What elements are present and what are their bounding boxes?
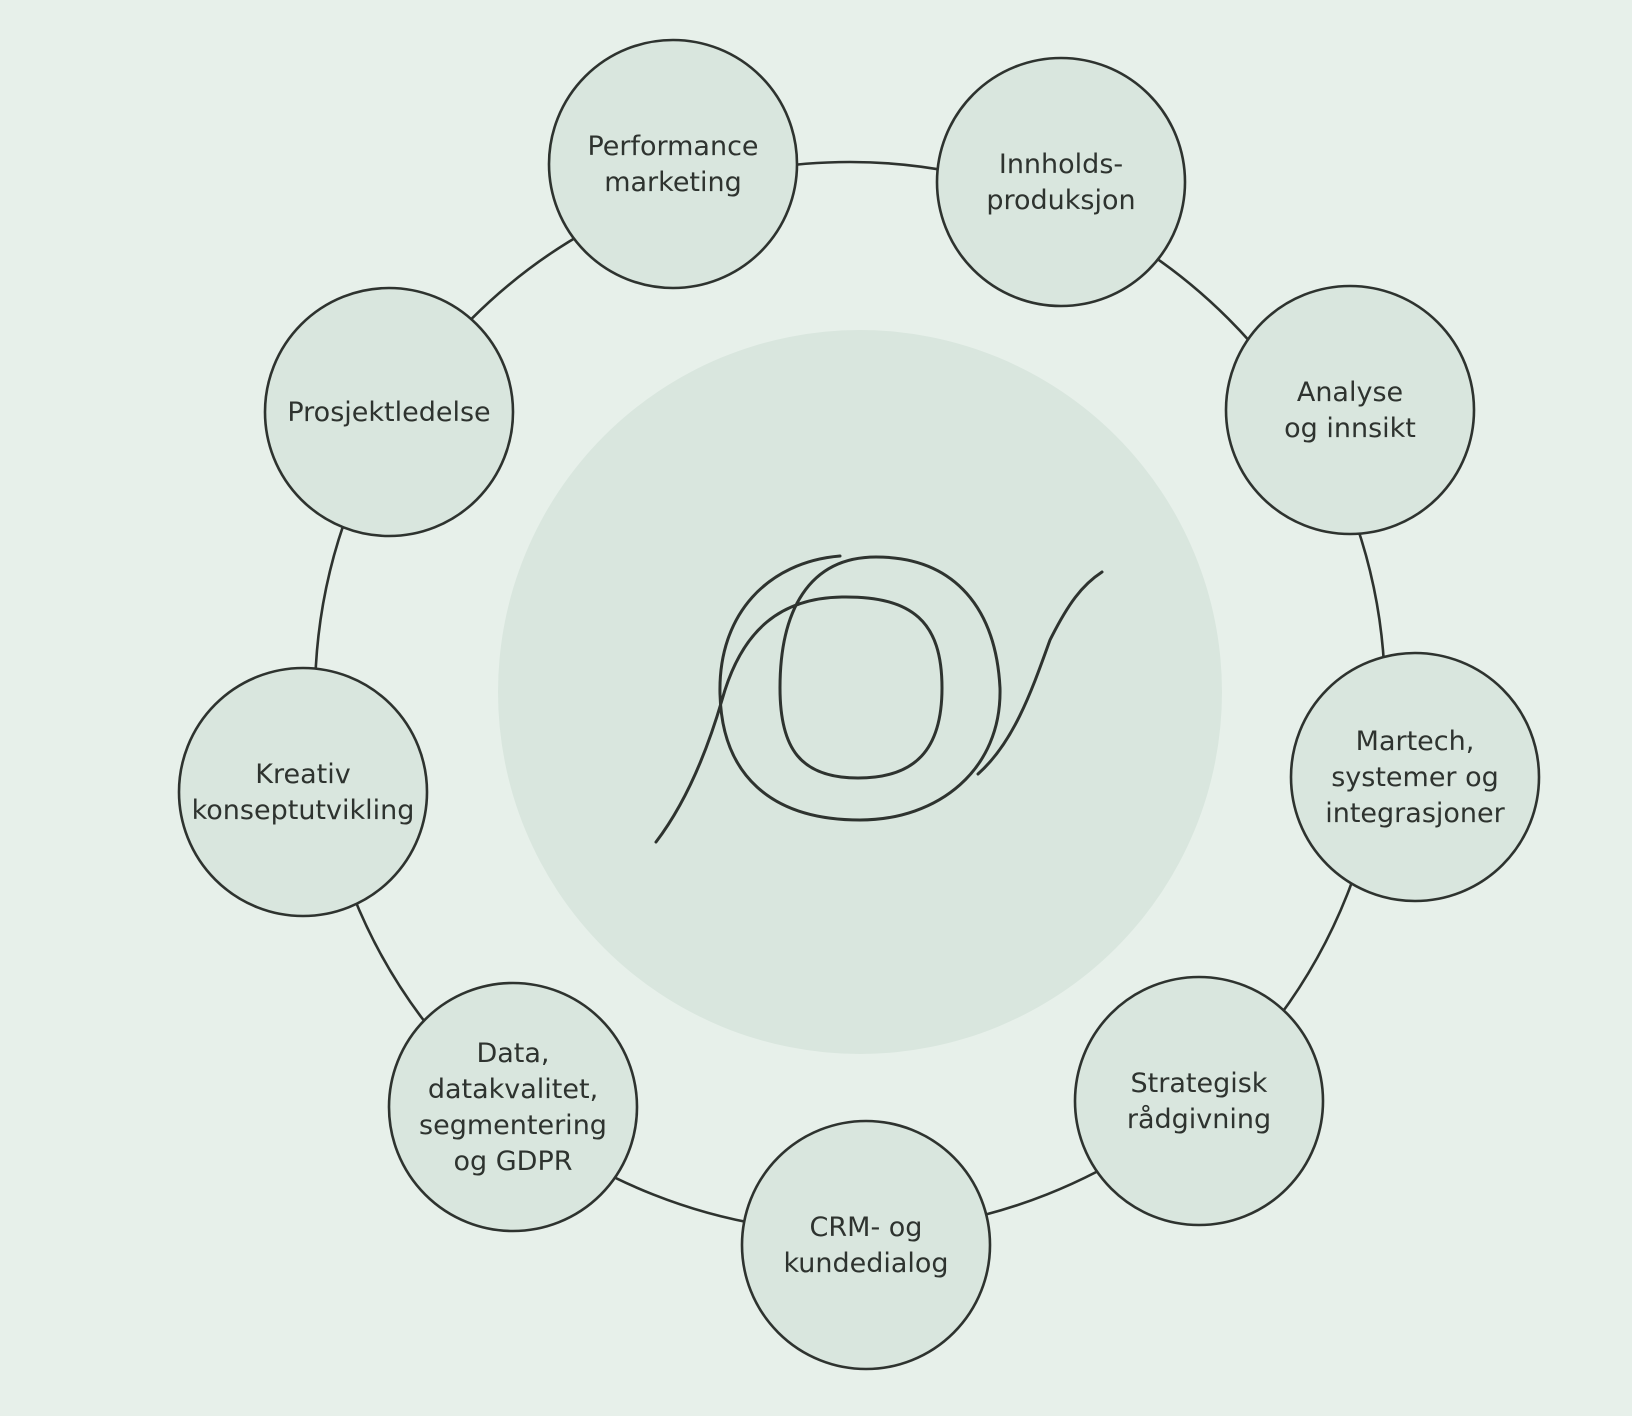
node-label-line: segmentering [419,1110,607,1141]
node-label-line: og innsikt [1284,413,1416,444]
node-label-line: integrasjoner [1325,798,1505,829]
node-label-line: produksjon [986,185,1135,216]
node-prosjektledelse: Prosjektledelse [263,286,515,538]
node-circle [547,38,799,290]
node-analyse-og-innsikt: Analyse og innsikt [1224,284,1476,536]
node-label-line: Performance [587,131,758,162]
node-label-line: datakvalitet, [428,1074,598,1105]
center-disc [498,330,1222,1054]
node-circle [263,286,515,538]
node-circle [177,666,429,918]
node-label-line: Strategisk [1131,1068,1268,1099]
node-performance-marketing: Performance marketing [547,38,799,290]
node-label-line: marketing [604,167,742,198]
node-circle [935,56,1187,308]
node-label-line: Analyse [1297,377,1403,408]
node-kreativ-konseptutvikling: Kreativ konseptutvikling [177,666,429,918]
nodes-layer: PerformancemarketingInnholds-produksjonA… [177,38,1541,1371]
node-data-gdpr: Data, datakvalitet, segmentering og GDPR [387,981,639,1233]
node-circle [1073,975,1325,1227]
node-label-line: rådgivning [1127,1104,1271,1135]
node-circle [387,981,639,1233]
node-label-line: Martech, [1356,726,1475,757]
node-innholdsproduksjon: Innholds-produksjon [935,56,1187,308]
node-label-line: Kreativ [255,759,350,790]
node-strategisk-radgivning: Strategisk rådgivning [1073,975,1325,1227]
node-label-line: Innholds- [999,149,1123,180]
node-label-line: systemer og [1331,762,1499,793]
node-martech: Martech, systemer og integrasjoner [1289,651,1541,903]
node-crm-og-kundedialog: CRM- og kundedialog [740,1119,992,1371]
node-label-line: konseptutvikling [192,795,415,826]
node-circle [1224,284,1476,536]
node-label-line: CRM- og [810,1212,923,1243]
swirl-logo-icon [654,554,1104,844]
node-circle [740,1119,992,1371]
node-label-line: kundedialog [783,1248,948,1279]
node-label-line: og GDPR [454,1146,573,1177]
node-circle [1289,651,1541,903]
node-label-line: Prosjektledelse [287,397,490,428]
node-label-line: Data, [476,1038,549,1069]
